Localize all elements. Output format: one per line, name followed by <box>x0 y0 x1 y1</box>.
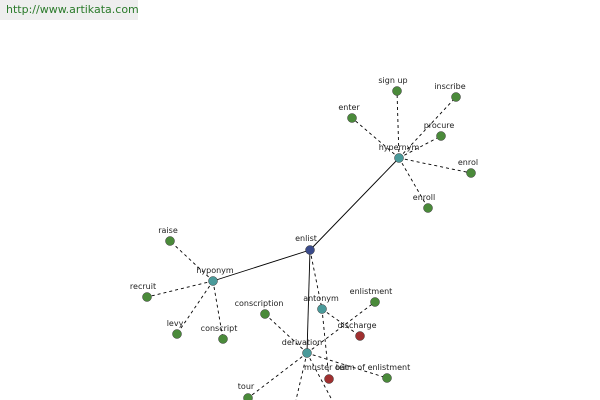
node-label-recruit: recruit <box>130 282 156 291</box>
edge-derivation-tour <box>247 352 308 399</box>
node-dot-hypernym[interactable] <box>394 153 404 163</box>
edge-hypernym-sign-up <box>396 90 400 159</box>
node-label-conscription: conscription <box>235 299 284 308</box>
node-raise[interactable]: raise <box>158 226 178 246</box>
site-url-link[interactable]: http://www.artikata.com <box>6 3 139 16</box>
node-label-enlistment: enlistment <box>350 287 393 296</box>
node-dot-sign-up[interactable] <box>392 86 402 96</box>
edge-hypernym-enrol <box>398 157 472 174</box>
edge-hypernym-enroll <box>398 157 429 209</box>
node-dot-discharge[interactable] <box>355 331 365 341</box>
node-label-enrol: enrol <box>458 158 478 167</box>
node-dot-raise[interactable] <box>165 236 175 246</box>
node-inscribe[interactable]: inscribe <box>434 82 466 102</box>
node-dot-enter[interactable] <box>347 113 357 123</box>
node-label-derivation: derivation <box>282 338 322 347</box>
node-dot-enlistment[interactable] <box>370 297 380 307</box>
node-dot-inscribe[interactable] <box>451 92 461 102</box>
node-label-hypernym: hypernym <box>379 143 420 152</box>
node-derivation[interactable]: derivation <box>282 338 322 358</box>
node-dot-procure[interactable] <box>436 131 446 141</box>
node-dot-hyponym[interactable] <box>208 276 218 286</box>
node-enlist[interactable]: enlist <box>295 234 317 255</box>
edge-enlist-hyponym <box>212 249 311 282</box>
node-label-raise: raise <box>158 226 178 235</box>
edge-hyponym-conscript <box>212 280 224 340</box>
node-label-discharge: discharge <box>338 321 377 330</box>
node-label-enter: enter <box>338 103 360 112</box>
edge-enlist-derivation <box>306 249 311 354</box>
node-label-tour: tour <box>238 382 255 391</box>
node-dot-recruit[interactable] <box>142 292 152 302</box>
edge-hyponym-recruit <box>146 280 214 298</box>
node-label-muster-out: muster out <box>304 363 348 372</box>
edge-derivation-enlistment <box>306 301 376 354</box>
node-label-hyponym: hyponym <box>196 266 234 275</box>
edge-hypernym-procure <box>398 135 442 159</box>
node-label-inscribe: inscribe <box>434 82 465 91</box>
node-enrol[interactable]: enrol <box>458 158 478 178</box>
edge-enlist-antonym <box>309 249 323 310</box>
node-term-of-enlistment[interactable]: term of enlistment <box>336 363 410 383</box>
node-label-term-of-enlistment: term of enlistment <box>336 363 410 372</box>
node-conscript[interactable]: conscript <box>201 324 238 344</box>
node-label-procure: procure <box>424 121 455 130</box>
edge-derivation-offscreen-0 <box>295 352 308 400</box>
url-bar: http://www.artikata.com <box>0 0 139 20</box>
edge-antonym-discharge <box>321 308 361 337</box>
node-procure[interactable]: procure <box>424 121 455 141</box>
edge-hypernym-inscribe <box>398 96 457 159</box>
edge-hypernym-enter <box>351 117 400 159</box>
node-dot-muster-out[interactable] <box>324 374 334 384</box>
graph-edges <box>146 90 472 400</box>
node-dot-conscript[interactable] <box>218 334 228 344</box>
node-sign-up[interactable]: sign up <box>378 76 408 96</box>
node-label-antonym: antonym <box>303 294 339 303</box>
node-hyponym[interactable]: hyponym <box>196 266 234 286</box>
node-dot-enrol[interactable] <box>466 168 476 178</box>
node-antonym[interactable]: antonym <box>303 294 339 314</box>
node-dot-conscription[interactable] <box>260 309 270 319</box>
node-dot-enroll[interactable] <box>423 203 433 213</box>
node-label-enlist: enlist <box>295 234 317 243</box>
node-dot-antonym[interactable] <box>317 304 327 314</box>
node-dot-enlist[interactable] <box>305 245 315 255</box>
edge-hyponym-raise <box>169 240 214 282</box>
node-enter[interactable]: enter <box>338 103 360 123</box>
node-discharge[interactable]: discharge <box>338 321 377 341</box>
node-hypernym[interactable]: hypernym <box>379 143 420 163</box>
node-label-conscript: conscript <box>201 324 238 333</box>
edge-hyponym-levy <box>176 280 214 335</box>
node-dot-term-of-enlistment[interactable] <box>382 373 392 383</box>
node-recruit[interactable]: recruit <box>130 282 156 302</box>
node-muster-out[interactable]: muster out <box>304 363 348 384</box>
node-dot-derivation[interactable] <box>302 348 312 358</box>
node-label-sign-up: sign up <box>378 76 407 85</box>
node-tour[interactable]: tour <box>238 382 255 400</box>
edge-derivation-conscription <box>264 313 308 354</box>
graph-nodes: enlist hypernym hyponym derivation antonym si… <box>130 76 478 400</box>
edge-derivation-term-of-enlistment <box>306 352 388 379</box>
edge-enlist-hypernym <box>309 157 400 251</box>
node-enroll[interactable]: enroll <box>413 193 435 213</box>
node-levy[interactable]: levy <box>167 319 184 339</box>
edge-derivation-offscreen-1 <box>306 352 333 400</box>
node-dot-levy[interactable] <box>172 329 182 339</box>
node-enlistment[interactable]: enlistment <box>350 287 393 307</box>
node-dot-tour[interactable] <box>243 393 253 400</box>
node-label-enroll: enroll <box>413 193 435 202</box>
node-label-levy: levy <box>167 319 184 328</box>
node-conscription[interactable]: conscription <box>235 299 284 319</box>
